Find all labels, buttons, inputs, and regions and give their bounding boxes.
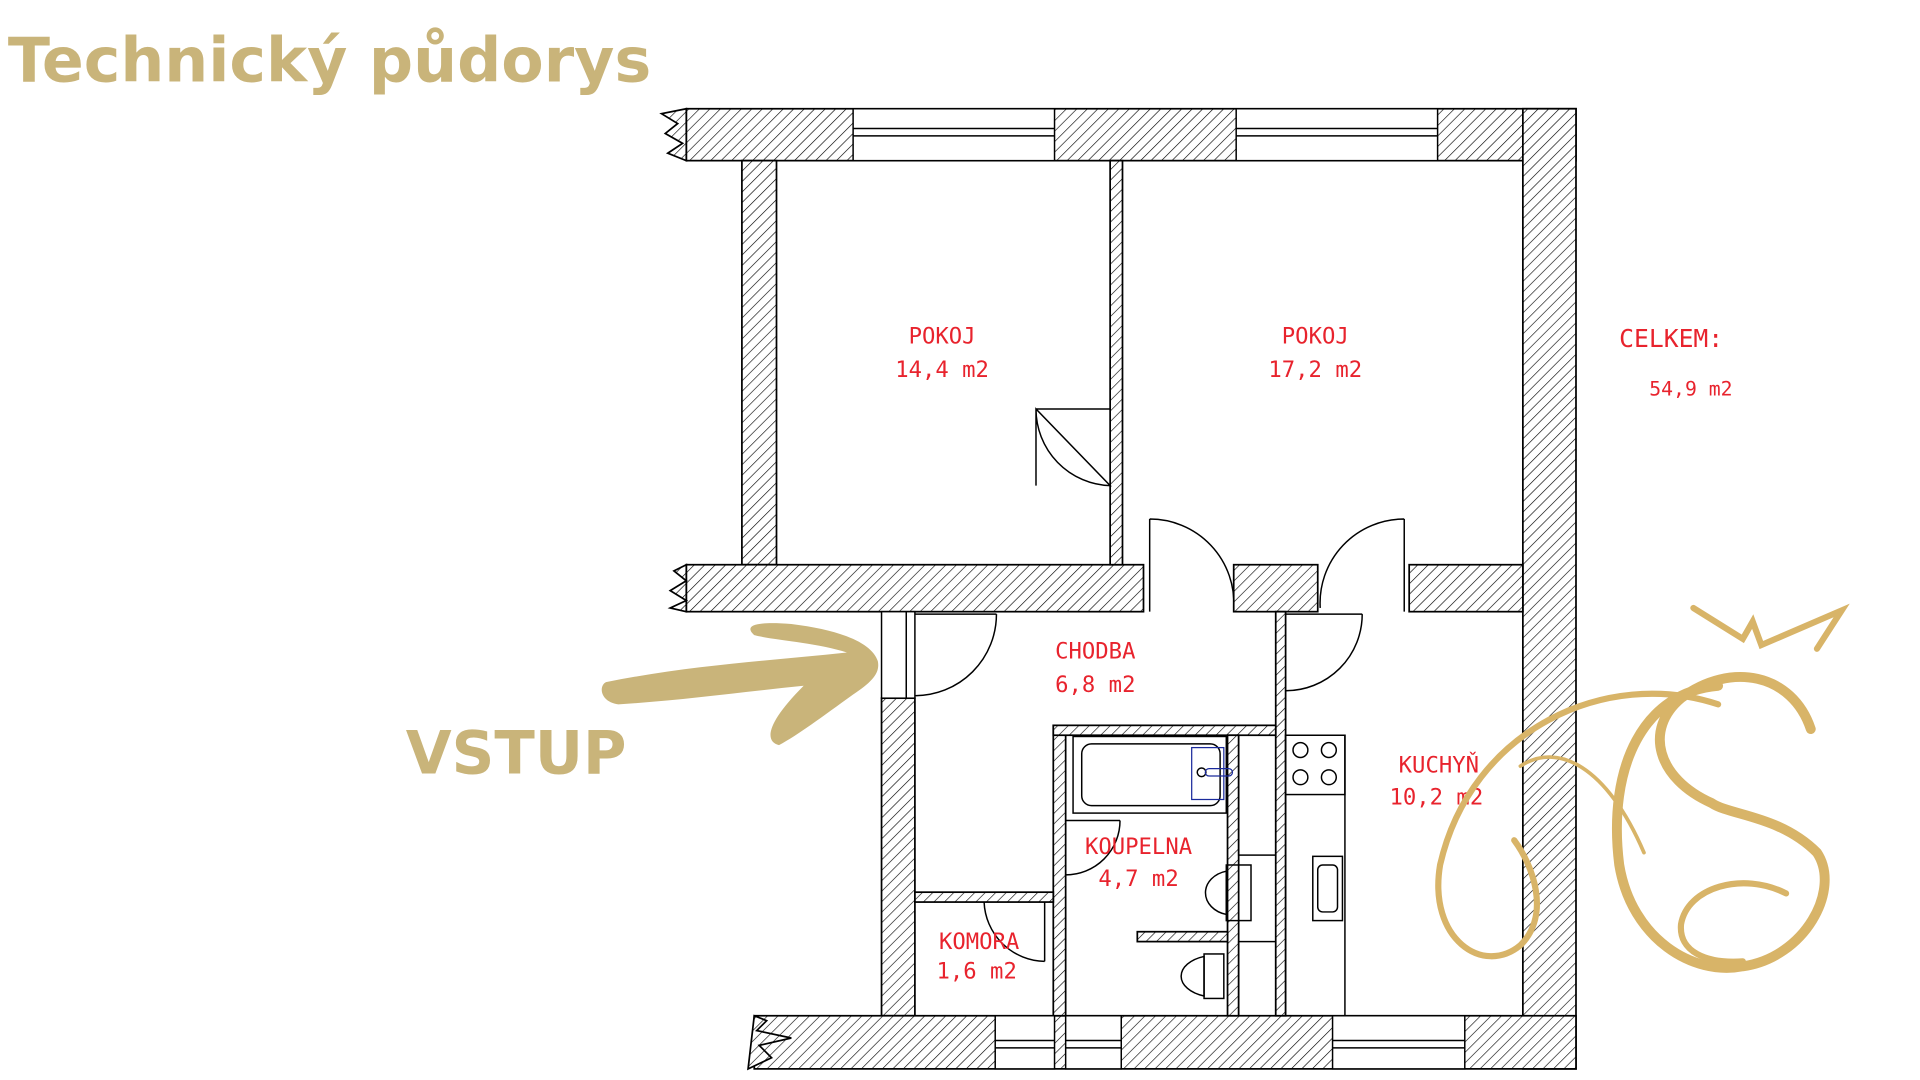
- entrance-label: VSTUP: [406, 719, 627, 788]
- room-area-koupelna: 4,7 m2: [1098, 866, 1178, 892]
- room-area-pokoj-2: 17,2 m2: [1268, 357, 1362, 383]
- room-area-komora: 1,6 m2: [937, 959, 1017, 985]
- walls: [659, 107, 1577, 1071]
- total-area: 54,9 m2: [1649, 377, 1732, 400]
- logo-monogram-icon: [1435, 603, 1850, 973]
- room-area-pokoj-1: 14,4 m2: [895, 357, 989, 383]
- entrance-arrow-icon: [601, 623, 879, 746]
- room-name-kuchyn: KUCHYŇ: [1399, 750, 1479, 778]
- doors: [914, 407, 1405, 963]
- total-label: CELKEM:: [1619, 324, 1723, 353]
- room-name-chodba: CHODBA: [1055, 639, 1135, 665]
- fixtures: [1072, 734, 1346, 1017]
- room-name-koupelna: KOUPELNA: [1085, 834, 1192, 860]
- page-title: Technický půdorys: [8, 25, 651, 97]
- room-area-chodba: 6,8 m2: [1055, 672, 1135, 698]
- room-name-komora: KOMORA: [939, 929, 1019, 955]
- room-name-pokoj-2: POKOJ: [1282, 324, 1349, 350]
- windows: [852, 108, 1466, 1070]
- room-name-pokoj-1: POKOJ: [909, 324, 976, 350]
